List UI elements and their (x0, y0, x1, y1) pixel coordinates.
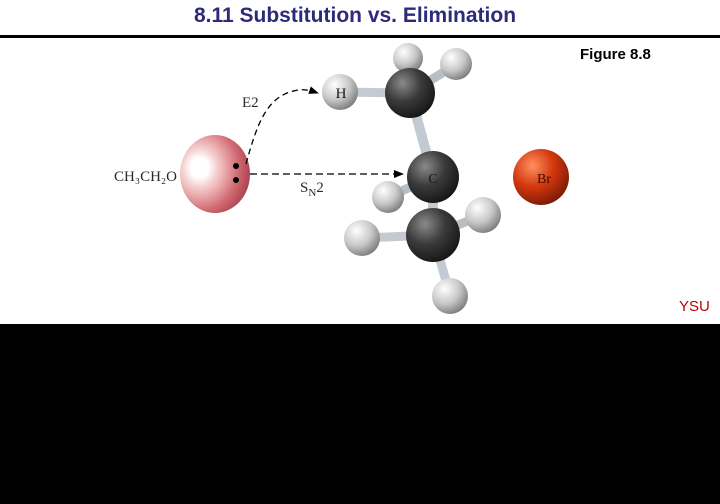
lone-pair-dot-upper (233, 163, 239, 169)
bromine-label: Br (537, 172, 551, 187)
empty-black-panel (0, 324, 720, 504)
e2-arrow (245, 86, 319, 165)
central-carbon-atom (407, 151, 459, 203)
page-title: 8.11 Substitution vs. Elimination (193, 4, 517, 27)
carbon-label: C (428, 172, 437, 187)
hydrogen-atom-lower-right (465, 197, 501, 233)
methyl-carbon-atom (385, 68, 435, 118)
hydrogen-atom-target (322, 74, 358, 110)
e2-label: E2 (242, 95, 259, 111)
lower-carbon-atom (406, 208, 460, 262)
hydrogen-atom-central (372, 181, 404, 213)
figure-label: Figure 8.8 (580, 46, 651, 63)
hydrogen-atom-bottom (432, 278, 468, 314)
hydrogen-label: H (336, 86, 347, 102)
credit-label: YSU (679, 298, 710, 315)
bromine-atom (513, 149, 569, 205)
lone-pair-dot-lower (233, 177, 239, 183)
hydrogen-atom-upper (393, 43, 423, 73)
ethoxide-oxygen-orbital (180, 135, 250, 213)
nucleophile-label: CH₃CH₂O (114, 169, 177, 185)
reaction-diagram: H C Br CH₃CH₂O E2 SN2 (114, 43, 569, 314)
hydrogen-atom-lower-left (344, 220, 380, 256)
sn2-label: SN2 (300, 180, 324, 199)
title-divider (0, 35, 720, 38)
hydrogen-atom-upper-right (440, 48, 472, 80)
